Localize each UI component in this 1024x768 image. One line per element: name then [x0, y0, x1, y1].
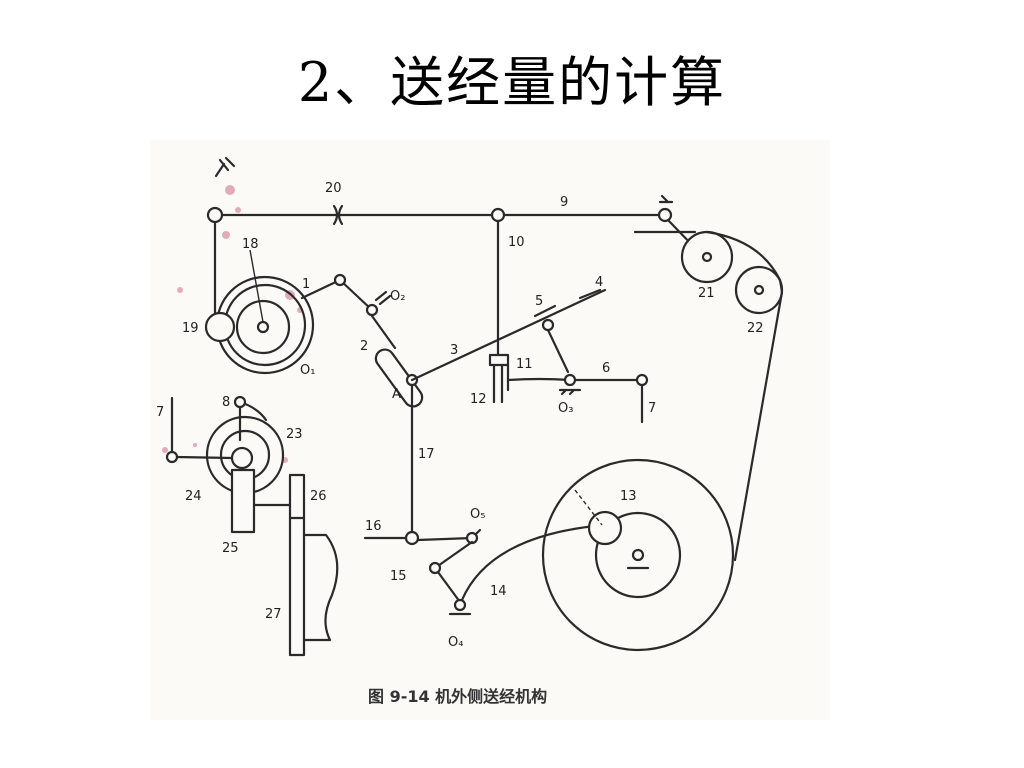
- feeler-dash: [574, 489, 603, 526]
- label-2: 2: [360, 339, 368, 354]
- label-5: 5: [535, 294, 543, 309]
- label-O1: O₁: [300, 363, 315, 378]
- top-left-bracket: [214, 156, 236, 178]
- coupling-20: [332, 204, 344, 226]
- slide-title: 2、送经量的计算: [297, 51, 727, 114]
- O2-bracket: [374, 290, 392, 306]
- label-25: 25: [222, 541, 239, 556]
- label-12: 12: [470, 392, 487, 407]
- label-3: 3: [450, 343, 458, 358]
- feeler-14: [460, 523, 607, 602]
- label-15: 15: [390, 569, 407, 584]
- label-9: 9: [560, 195, 568, 210]
- joint-15: [428, 561, 442, 575]
- joint-9-right: [657, 207, 673, 223]
- joint-8: [233, 395, 247, 409]
- gear-19: [204, 311, 236, 343]
- link-3: [410, 288, 607, 382]
- link-11-to-O3: [506, 377, 572, 382]
- label-A: A: [392, 387, 401, 402]
- pivot-O3: [563, 373, 577, 387]
- piston-12: [492, 363, 510, 404]
- part-labels: 20 9 10 18 21 22 1 O₂ 4 5 19 2 3 11 6 O₁…: [156, 181, 764, 650]
- joint-7-left: [165, 450, 179, 464]
- label-22: 22: [747, 321, 764, 336]
- warp-beam-13: [541, 458, 735, 652]
- pivot-5: [541, 318, 555, 332]
- label-14: 14: [490, 584, 507, 599]
- roller-22-hub: [753, 284, 765, 296]
- link-2: [370, 314, 397, 350]
- label-19: 19: [182, 321, 199, 336]
- mechanism-diagram: 20 9 10 18 21 22 1 O₂ 4 5 19 2 3 11 6 O₁…: [156, 156, 784, 706]
- label-24: 24: [185, 489, 202, 504]
- figure-caption: 图 9-14 机外侧送经机构: [368, 687, 547, 706]
- cylinder-11: [488, 353, 510, 367]
- label-11: 11: [516, 357, 533, 372]
- joint-6: [635, 373, 649, 387]
- label-7-right: 7: [648, 401, 656, 416]
- beam-hub: [631, 548, 645, 562]
- pivot-O4: [453, 598, 467, 612]
- gear-18: [235, 299, 291, 355]
- frame-26: [288, 473, 306, 657]
- label-16: 16: [365, 519, 382, 534]
- label-O4: O₄: [448, 635, 463, 650]
- label-7-left: 7: [156, 405, 164, 420]
- label-18: 18: [242, 237, 259, 252]
- warp-path: [705, 230, 784, 562]
- label-8: 8: [222, 395, 230, 410]
- slot-link-A: [374, 348, 424, 408]
- label-20: 20: [325, 181, 342, 196]
- roller-21-hub: [701, 251, 713, 263]
- label-O2: O₂: [390, 289, 405, 304]
- link-7-to-24: [175, 455, 234, 460]
- label-10: 10: [508, 235, 525, 250]
- label-23: 23: [286, 427, 303, 442]
- label-O3: O₃: [558, 401, 573, 416]
- label-21: 21: [698, 286, 715, 301]
- bearing-5: [533, 288, 602, 318]
- leader-18: [249, 249, 264, 323]
- roller-22: [734, 265, 784, 315]
- label-27: 27: [265, 607, 282, 622]
- figure-panel: 20 9 10 18 21 22 1 O₂ 4 5 19 2 3 11 6 O₁…: [150, 140, 830, 720]
- O3-ground: [558, 388, 582, 396]
- label-26: 26: [310, 489, 327, 504]
- label-O5: O₅: [470, 507, 485, 522]
- label-13: 13: [620, 489, 637, 504]
- joint-16: [404, 530, 420, 546]
- pivot-O2: [365, 303, 379, 317]
- frame-27: [302, 533, 339, 642]
- label-17: 17: [418, 447, 435, 462]
- label-4: 4: [595, 275, 603, 290]
- roller-21: [680, 230, 734, 284]
- link-5-to-O3: [546, 328, 570, 374]
- top-left-pivot: [206, 206, 224, 224]
- label-1: 1: [302, 277, 310, 292]
- shaft-25: [230, 468, 256, 534]
- beam-barrel: [594, 511, 682, 599]
- joint-10: [490, 207, 506, 223]
- gear-24: [230, 446, 254, 470]
- label-6: 6: [602, 361, 610, 376]
- beam-feeler-roll: [587, 510, 623, 546]
- joint-1: [333, 273, 347, 287]
- right-bracket: [658, 194, 674, 204]
